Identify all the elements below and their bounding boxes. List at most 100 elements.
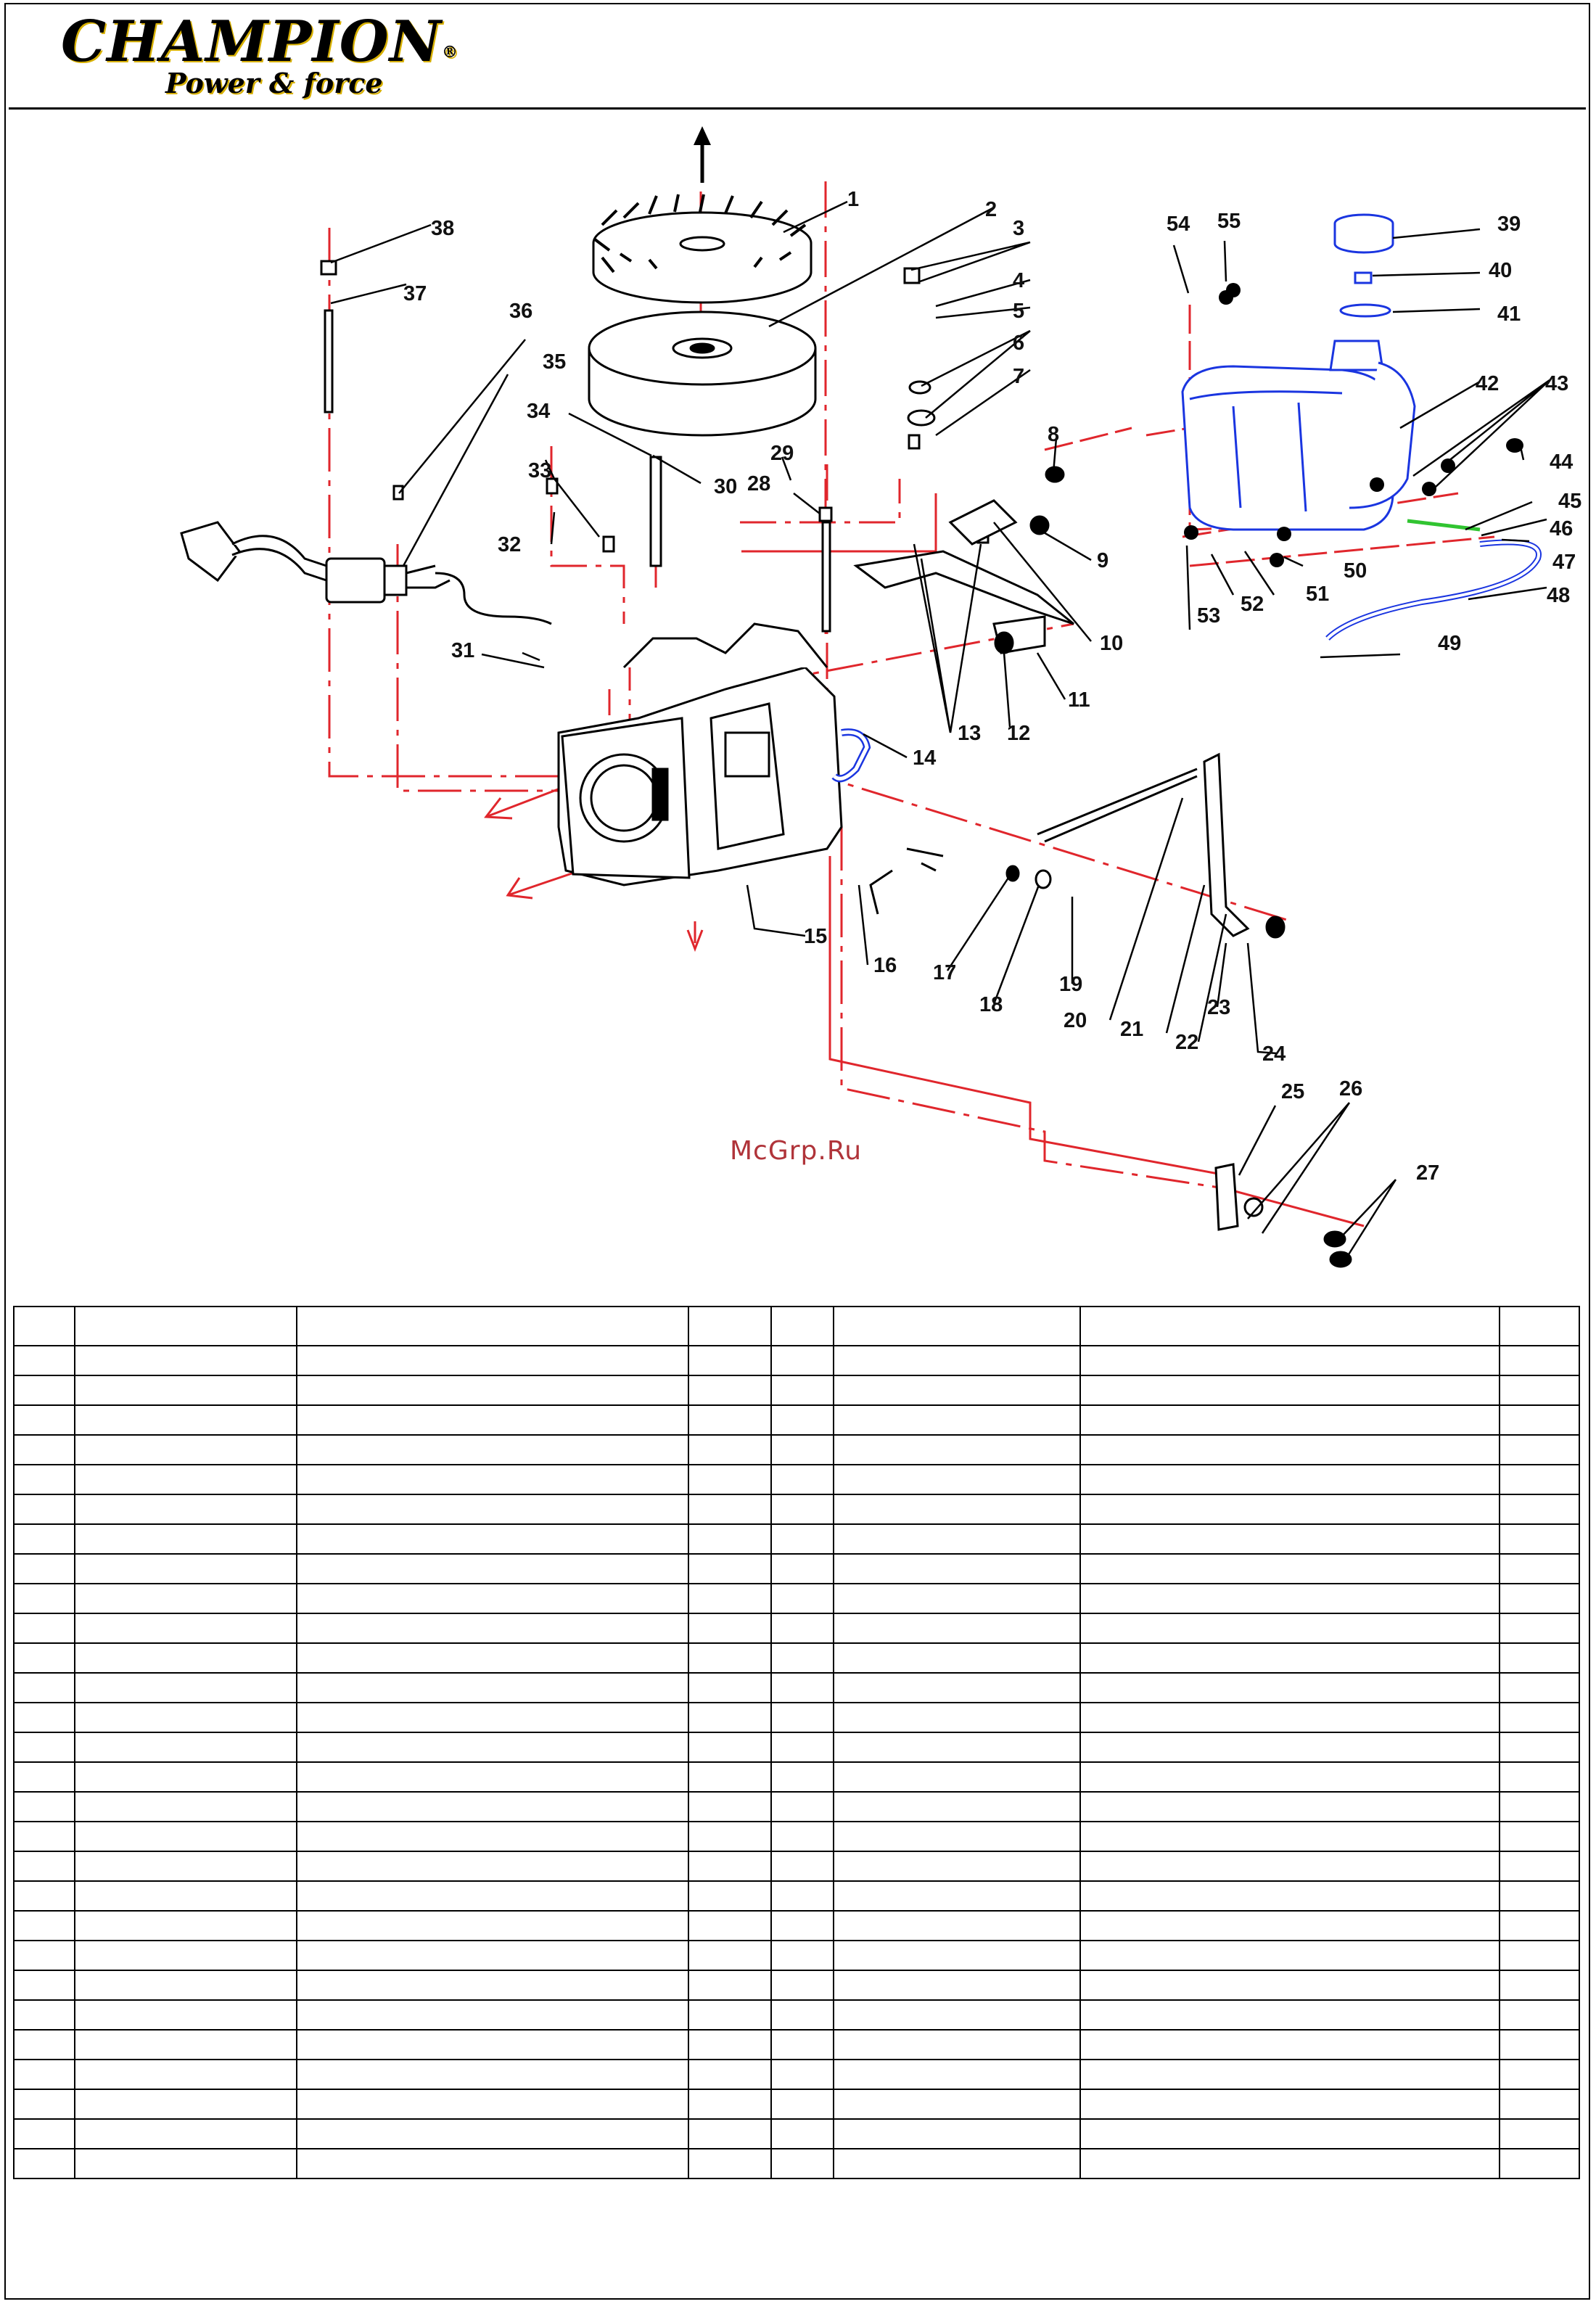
table-cell <box>74 1404 297 1436</box>
table-cell <box>833 1613 1081 1644</box>
callout-14: 14 <box>913 746 936 770</box>
callout-32: 32 <box>498 533 521 556</box>
table-cell <box>688 1345 772 1376</box>
callout-23: 23 <box>1207 996 1230 1019</box>
table-cell <box>13 1642 75 1674</box>
table-cell <box>833 1880 1081 1912</box>
table-header-row <box>13 1306 1580 1346</box>
table-cell <box>1499 1761 1580 1793</box>
table-cell <box>13 1523 75 1555</box>
table-cell <box>1079 1702 1500 1733</box>
table-cell <box>1499 1494 1580 1525</box>
table-cell <box>1079 1553 1500 1584</box>
table-row <box>13 1999 1580 2031</box>
carb-bracket-icon <box>1214 1163 1264 1231</box>
table-cell <box>296 1464 689 1495</box>
callout-15: 15 <box>804 925 827 948</box>
table-cell <box>833 1761 1081 1793</box>
table-cell <box>833 1672 1081 1703</box>
table-cell <box>296 1999 689 2031</box>
table-row <box>13 1434 1580 1465</box>
callout-11: 11 <box>1068 688 1090 712</box>
table-cell <box>1079 1999 1500 2031</box>
callout-31: 31 <box>451 639 474 662</box>
callout-25: 25 <box>1281 1080 1304 1103</box>
table-row <box>13 2089 1580 2120</box>
callout-24: 24 <box>1262 1042 1286 1066</box>
table-cell <box>296 1345 689 1376</box>
table-row <box>13 1910 1580 1941</box>
table-cell <box>833 1434 1081 1465</box>
callout-33: 33 <box>528 459 551 482</box>
table-cell <box>1499 2059 1580 2090</box>
watermark-text: McGrp.Ru <box>730 1136 863 1166</box>
table-cell <box>688 1732 772 1763</box>
table-row <box>13 1821 1580 1852</box>
table-cell <box>74 1553 297 1584</box>
table-cell <box>296 1970 689 2001</box>
table-cell <box>688 1702 772 1733</box>
table-cell <box>296 1583 689 1614</box>
table-cell <box>1499 2029 1580 2060</box>
table-row <box>13 1613 1580 1644</box>
up-arrow-icon <box>694 126 711 183</box>
table-header-cell <box>74 1306 297 1346</box>
callout-1: 1 <box>847 188 859 211</box>
table-cell <box>1499 1434 1580 1465</box>
table-cell <box>1499 1940 1580 1971</box>
table-cell <box>1499 1404 1580 1436</box>
table-cell <box>74 1791 297 1822</box>
table-cell <box>1499 2118 1580 2149</box>
table-cell <box>1499 1970 1580 2001</box>
table-cell <box>296 1553 689 1584</box>
table-cell <box>296 1821 689 1852</box>
table-cell <box>13 2059 75 2090</box>
table-cell <box>1499 2089 1580 2120</box>
table-cell <box>1079 1494 1500 1525</box>
table-cell <box>1079 1613 1500 1644</box>
ignition-coil-icon <box>325 557 552 625</box>
table-cell <box>833 2089 1081 2120</box>
callout-5: 5 <box>1013 300 1024 323</box>
table-row <box>13 1642 1580 1674</box>
table-cell <box>688 1791 772 1822</box>
table-cell <box>1079 1761 1500 1793</box>
table-cell <box>74 1999 297 2031</box>
callout-45: 45 <box>1558 490 1581 513</box>
table-cell <box>13 2089 75 2120</box>
table-cell <box>296 1523 689 1555</box>
table-cell <box>1079 1880 1500 1912</box>
table-cell <box>13 2118 75 2149</box>
callout-43: 43 <box>1545 372 1568 395</box>
table-cell <box>770 1880 834 1912</box>
table-cell <box>1079 1672 1500 1703</box>
table-row <box>13 1791 1580 1822</box>
table-cell <box>74 1642 297 1674</box>
table-cell <box>1079 1821 1500 1852</box>
table-cell <box>833 1970 1081 2001</box>
table-cell <box>74 1702 297 1733</box>
table-cell <box>13 1345 75 1376</box>
table-cell <box>13 2029 75 2060</box>
table-cell <box>1499 1642 1580 1674</box>
table-header-cell <box>13 1306 75 1346</box>
table-cell <box>13 1880 75 1912</box>
table-cell <box>688 1999 772 2031</box>
table-cell <box>688 1404 772 1436</box>
table-cell <box>833 1702 1081 1733</box>
table-row <box>13 1880 1580 1912</box>
callout-47: 47 <box>1552 551 1576 574</box>
table-cell <box>833 1494 1081 1525</box>
table-cell <box>296 1761 689 1793</box>
table-cell <box>770 1434 834 1465</box>
table-cell <box>833 1910 1081 1941</box>
table-cell <box>688 1494 772 1525</box>
table-cell <box>770 2089 834 2120</box>
table-cell <box>13 1494 75 1525</box>
table-cell <box>1079 1970 1500 2001</box>
table-cell <box>833 1791 1081 1822</box>
table-cell <box>1499 1613 1580 1644</box>
callout-9: 9 <box>1097 549 1108 572</box>
callout-34: 34 <box>527 400 550 423</box>
fuel-tank-icon <box>1181 340 1416 531</box>
